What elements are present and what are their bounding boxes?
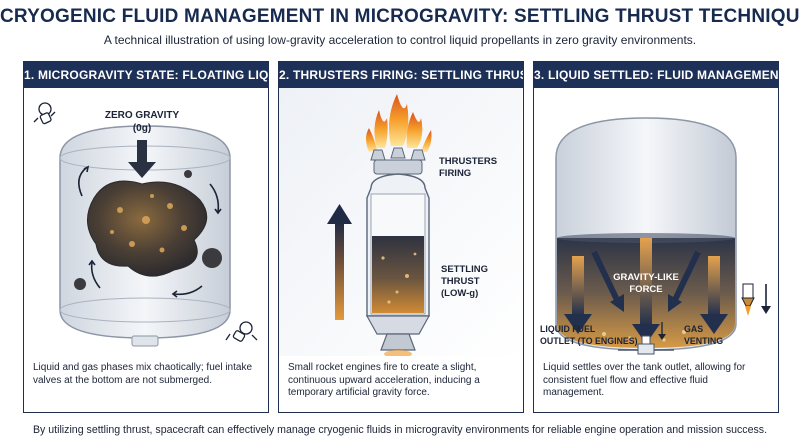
astronaut-icon [33, 102, 56, 125]
page-title: CRYOGENIC FLUID MANAGEMENT IN MICROGRAVI… [0, 6, 800, 27]
thruster-flames [366, 94, 432, 152]
panel-3-labels: LIQUID FUEL OUTLET (TO ENGINES) GAS VENT… [540, 322, 723, 346]
floating-droplet [74, 278, 86, 290]
circulation-arrows [78, 165, 222, 298]
liquid-fuel-outlet-label: OUTLET (TO ENGINES) [540, 336, 638, 346]
thrusters-firing-label: FIRING [439, 168, 471, 179]
gravity-like-force-label: GRAVITY-LIKE [613, 272, 679, 283]
panel-caption: Liquid settles over the tank outlet, all… [543, 362, 746, 398]
gravity-force-arrows [564, 238, 728, 344]
floating-droplet [202, 248, 222, 268]
settling-thrust-label: (LOW-g) [441, 288, 478, 299]
panel-header: 2. THRUSTERS FIRING: SETTLING THRUST [279, 62, 523, 88]
gas-venting-label: GAS [684, 324, 703, 334]
settling-thrust-illustration: THRUSTERS FIRING SETTLING THRUST (LOW-g) [279, 88, 522, 356]
floating-droplet [184, 170, 192, 178]
liquid-fuel-outlet-label: LIQUID FUEL [540, 324, 596, 334]
gas-bubbles [110, 194, 187, 253]
tank [365, 173, 431, 356]
settled-liquid-illustration: GRAVITY-LIKE FORCE [555, 117, 771, 355]
page-subtitle: A technical illustration of using low-gr… [103, 33, 697, 47]
settling-thrust-label: SETTLING [441, 264, 488, 275]
panel-microgravity: 1. MICROGRAVITY STATE: FLOATING LIQUID [23, 61, 269, 413]
panel-caption: Small rocket engines fire to create a sl… [288, 362, 480, 398]
up-arrow-icon [327, 204, 352, 320]
settling-thrust-label: THRUST [441, 276, 480, 287]
outlet-valve [618, 335, 674, 355]
panel-header: 3. LIQUID SETTLED: FLUID MANAGEMENT [534, 62, 778, 88]
gas-venting-label: VENTING [684, 336, 723, 346]
footer-note: By utilizing settling thrust, spacecraft… [32, 424, 768, 436]
panel-thrusters: 2. THRUSTERS FIRING: SETTLING THRUST [278, 61, 524, 413]
panel-header: 1. MICROGRAVITY STATE: FLOATING LIQUID [24, 62, 268, 88]
panel-caption: Liquid and gas phases mix chaotically; f… [33, 362, 253, 386]
thruster-nozzles [370, 147, 426, 175]
down-arrow-icon [128, 140, 156, 178]
rocket-icon [741, 283, 771, 316]
floating-liquid-blob [87, 180, 208, 277]
outlet-pointer-arrow [658, 334, 666, 340]
thrusters-firing-label: THRUSTERS [439, 156, 497, 167]
floating-liquid-illustration: ZERO GRAVITY (0g) [33, 102, 258, 347]
panel-liquid-settled: 3. LIQUID SETTLED: FLUID MANAGEMENT [533, 61, 779, 413]
zero-g-value: (0g) [133, 123, 151, 134]
gravity-like-force-label: FORCE [629, 284, 662, 295]
zero-gravity-label: ZERO GRAVITY [105, 110, 180, 121]
astronaut-icon [225, 321, 258, 342]
